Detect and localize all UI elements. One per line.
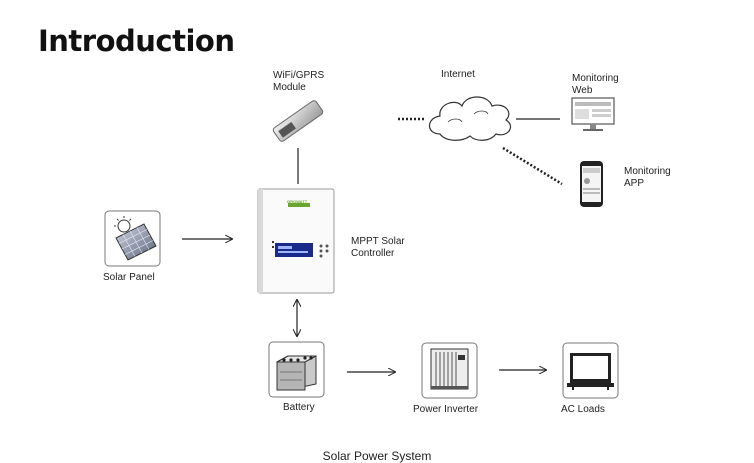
battery-label: Battery bbox=[283, 402, 315, 413]
tv-icon bbox=[562, 342, 619, 399]
figure-caption: Solar Power System bbox=[322, 449, 432, 463]
solar-panel-icon bbox=[104, 210, 161, 267]
battery-icon bbox=[268, 341, 325, 398]
monitoring-web-label: Monitoring Web bbox=[572, 73, 619, 96]
inverter-icon bbox=[421, 342, 478, 399]
internet-to-app-dotted bbox=[502, 146, 563, 186]
solar-panel-label: Solar Panel bbox=[103, 272, 155, 283]
controller-label: MPPT Solar Controller bbox=[351, 236, 405, 259]
page-title: Introduction bbox=[38, 24, 235, 58]
ac-loads-label: AC Loads bbox=[561, 404, 605, 415]
phone-icon bbox=[580, 161, 603, 207]
wifi-module-label: WiFi/GPRS Module bbox=[273, 70, 325, 93]
power-inverter-label: Power Inverter bbox=[413, 404, 479, 415]
controller-device-icon bbox=[257, 188, 335, 294]
wifi-module-icon bbox=[272, 100, 324, 142]
internet-label: Internet bbox=[441, 69, 475, 80]
cloud-icon bbox=[428, 96, 511, 141]
device-brand-label: GROWATT bbox=[287, 199, 308, 204]
monitor-icon bbox=[571, 97, 615, 131]
monitoring-app-label: Monitoring APP bbox=[624, 166, 671, 189]
